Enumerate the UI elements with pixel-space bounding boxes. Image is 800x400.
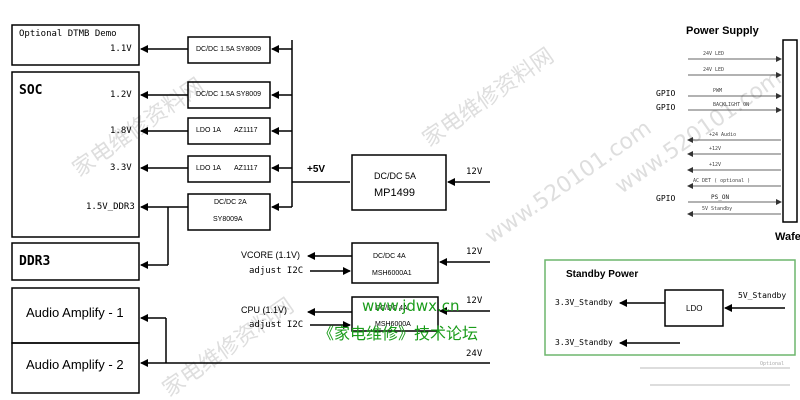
rail-3v3-label: 3.3V (110, 163, 132, 173)
ps-line-label: 5V Standby (702, 206, 733, 212)
audio2-label: Audio Amplify - 2 (26, 357, 124, 372)
main-converter-label: MP1499 (374, 187, 415, 199)
ps-line-label: BACKLIGHT ON (713, 102, 750, 108)
soc-label: SOC (19, 83, 43, 98)
plus5v-label: +5V (307, 164, 326, 175)
ldo-block (664, 289, 724, 327)
input-12v-label: 12V (466, 167, 483, 177)
site-watermark: www.jdwx.cn (362, 297, 460, 315)
gpio-label: GPIO (656, 194, 676, 203)
cpu-converter-label: MSH6000A (375, 321, 411, 328)
gpio-label: GPIO (656, 89, 676, 98)
converter-vcore (351, 242, 439, 284)
vcore-converter-label: MSH6000A1 (372, 270, 412, 277)
converter-label: LDO 1A (196, 127, 221, 134)
ps-line-label: +12V (709, 146, 722, 152)
ps-line-label: 24V LED (703, 51, 725, 57)
dtmb-label: Optional DTMB Demo (19, 29, 117, 39)
forum-watermark: 《家电维修》技术论坛 (318, 324, 479, 343)
soc-block (11, 71, 140, 238)
standby-out-label: 3.3V_Standby (555, 298, 613, 307)
ps-line-label: PWM (713, 88, 723, 94)
rail-1v5-ddr3-label: 1.5V_DDR3 (86, 202, 135, 212)
standby-out-label: 3.3V_Standby (555, 338, 613, 347)
converter-cpu (351, 296, 439, 332)
converter-mp1499 (351, 154, 447, 211)
vcore-adjust-label: adjust I2C (249, 266, 304, 276)
cpu-label: CPU (1.1V) (241, 305, 288, 315)
standby-panel (544, 259, 796, 356)
converter-label: AZ1117 (234, 127, 258, 134)
rail-1v1-label: 1.1V (110, 44, 132, 54)
converter-sy8009-1 (187, 36, 271, 64)
audio1-label: Audio Amplify - 1 (26, 305, 124, 320)
wafer-label: Wafe (775, 231, 800, 243)
converter-label: LDO 1A (196, 165, 221, 172)
cpu-adjust-label: adjust I2C (249, 320, 304, 330)
vcore-label: VCORE (1.1V) (241, 250, 301, 260)
converter-label: AZ1117 (234, 165, 258, 172)
standby-title: Standby Power (566, 269, 639, 280)
converter-label: DC/DC 2A (214, 199, 247, 206)
ddr3-block (11, 242, 140, 281)
audio2-block (11, 342, 140, 394)
ps-line-label: +12V (709, 162, 722, 168)
converter-label: SY8009A (213, 216, 243, 223)
input-12v-label: 12V (466, 247, 483, 257)
dtmb-block (11, 24, 140, 66)
converter-sy8009a (187, 193, 271, 231)
vcore-converter-label: DC/DC 4A (373, 253, 406, 260)
ps-line-label: +24 Audio (709, 132, 737, 138)
converter-label: DC/DC 1.5A SY8009 (196, 91, 261, 98)
standby-input-label: 5V_Standby (738, 291, 787, 300)
rail-1v2-label: 1.2V (110, 90, 132, 100)
ps-line-label: PS_ON (711, 194, 730, 201)
converter-az1117-2 (187, 155, 271, 183)
cpu-converter-label: DC/DC 4A (375, 305, 408, 312)
converter-label: DC/DC 1.5A SY8009 (196, 46, 261, 53)
input-12v-label: 12V (466, 296, 483, 306)
ps-line-label: AC DET ( optional ) (693, 178, 751, 184)
ldo-label: LDO (686, 304, 703, 313)
power-supply-title: Power Supply (686, 25, 759, 37)
main-converter-label: DC/DC 5A (374, 171, 417, 181)
ps-line-label: 24V LED (703, 67, 725, 73)
faint-label: Optional (760, 361, 785, 367)
ddr3-label: DDR3 (19, 254, 51, 269)
gpio-label: GPIO (656, 103, 676, 112)
input-24v-label: 24V (466, 349, 483, 359)
rail-1v8-label: 1.8V (110, 126, 132, 136)
